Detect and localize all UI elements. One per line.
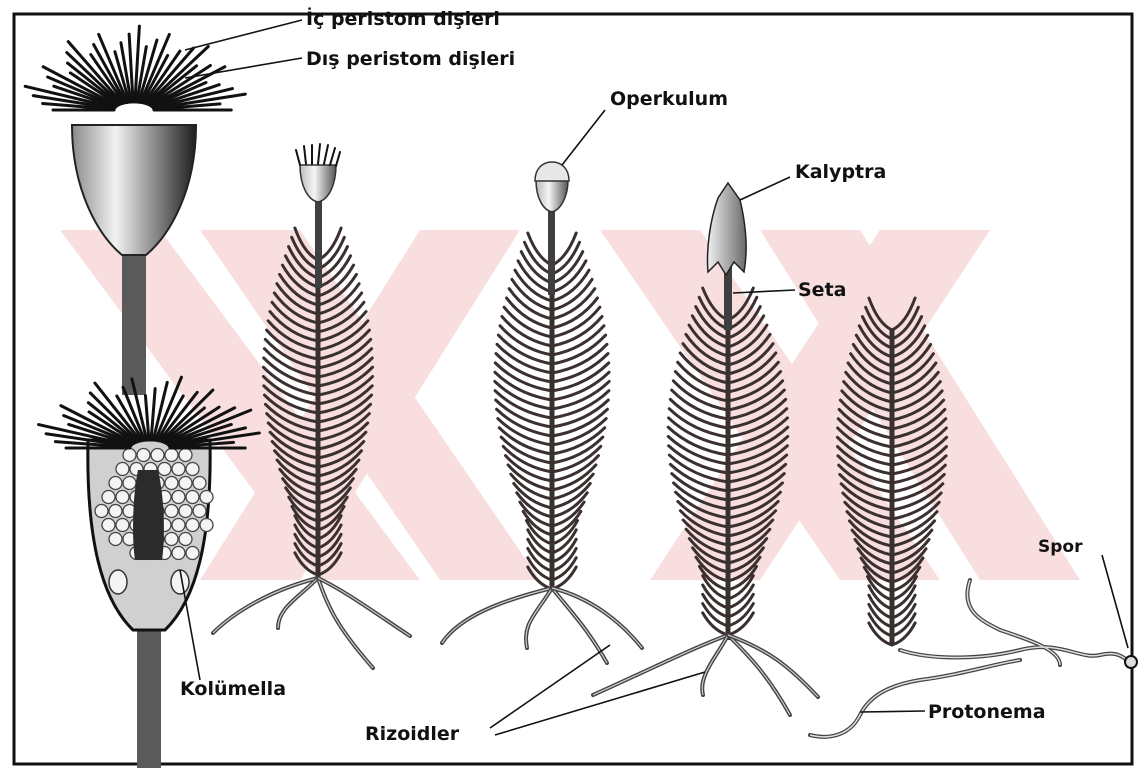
label-outer-peristome-teeth: Dış peristom dişleri — [306, 48, 515, 70]
peristome-teeth — [25, 26, 245, 110]
columella — [133, 470, 164, 560]
closeup-seta — [122, 250, 146, 395]
label-calyptra: Kalyptra — [795, 161, 886, 183]
spore — [1125, 656, 1137, 668]
rhizoids — [442, 588, 642, 663]
label-spore: Spor — [1038, 537, 1083, 557]
operculum-cap — [535, 162, 569, 181]
label-rhizoids: Rizoidler — [365, 723, 460, 745]
rhizoids — [593, 635, 818, 715]
calyptra-hood — [707, 183, 746, 275]
label-operculum: Operkulum — [610, 88, 728, 110]
label-inner-peristome-teeth: İç peristom dişleri — [306, 6, 500, 30]
label-protonema: Protonema — [928, 701, 1046, 723]
rhizoids — [213, 578, 410, 668]
label-seta: Seta — [798, 279, 846, 301]
section-seta — [137, 620, 161, 768]
label-columella: Kolümella — [180, 678, 286, 700]
